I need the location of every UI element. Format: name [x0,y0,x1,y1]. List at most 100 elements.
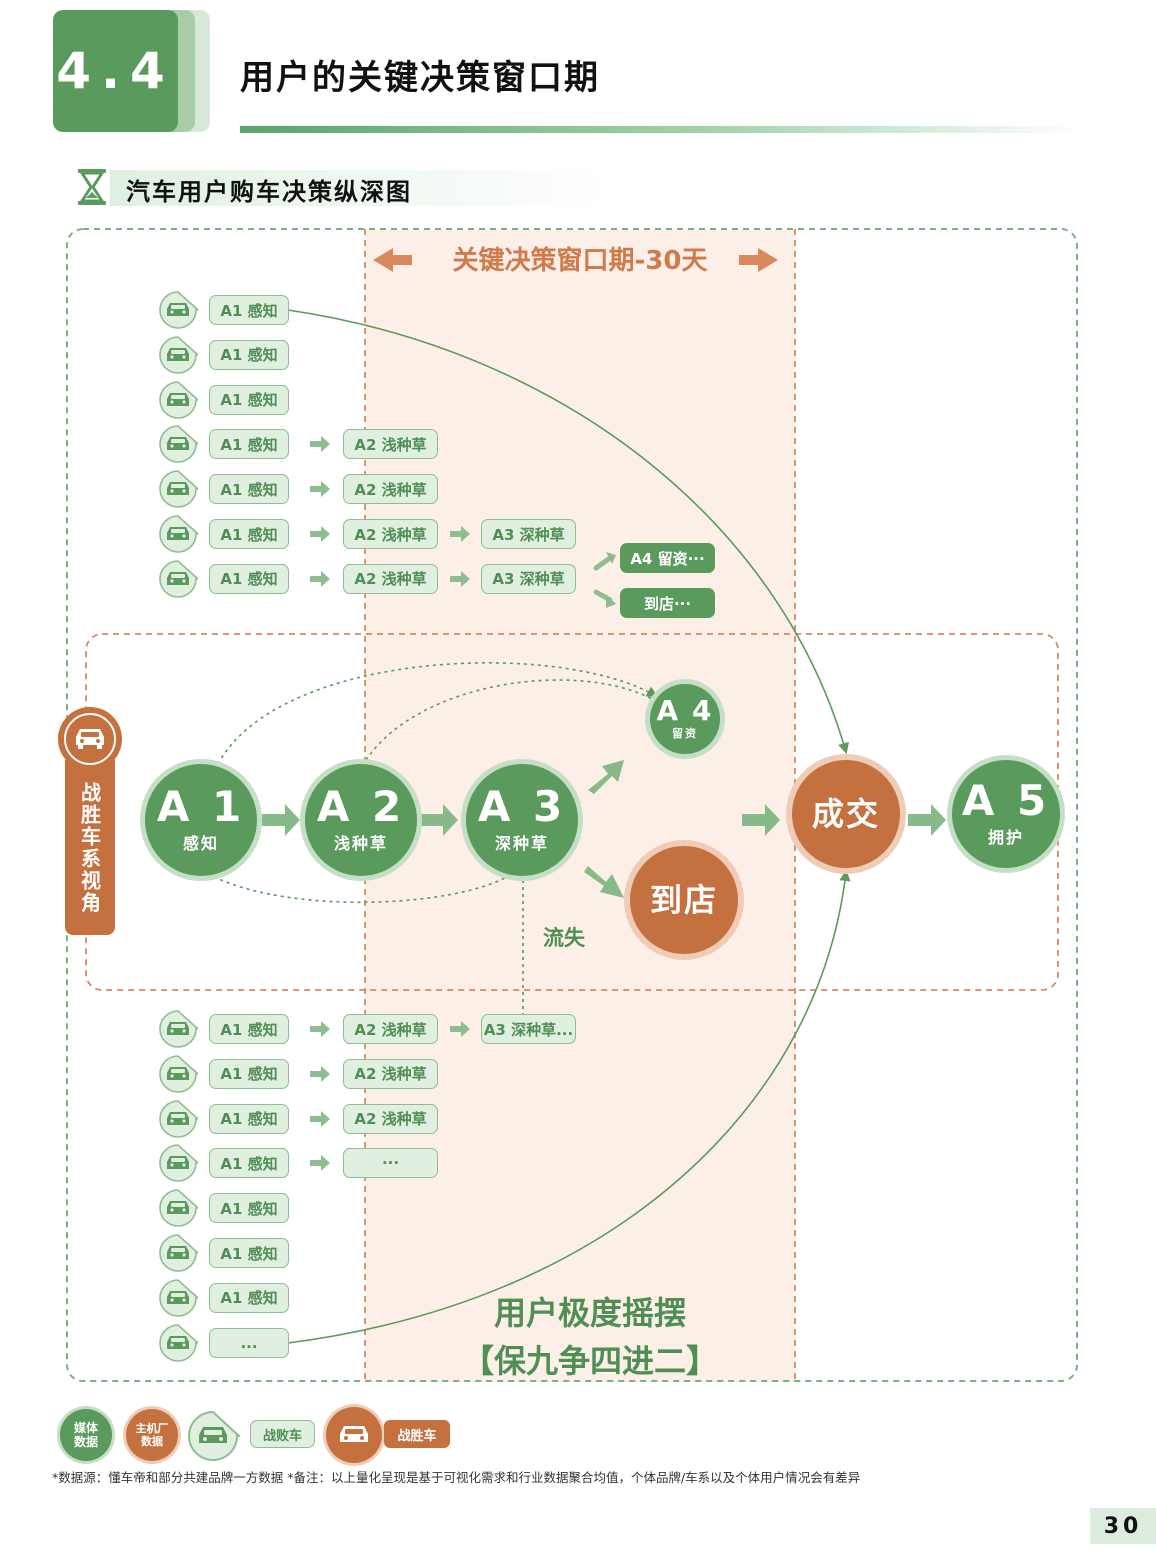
winning-car-badge [58,707,122,771]
stage-a3-pill: A3 深种草 [481,563,576,594]
lost-car-icon [158,380,201,420]
curve-top-to-deal [287,309,849,755]
a4-lead-pill: A4 留资··· [620,543,715,573]
stage-a2-code: A 2 [316,782,406,831]
arrow-to-a4-pill-head [606,552,616,564]
stage-a4-name: 留资 [672,727,698,740]
flow-arrow-a3-visit [584,866,624,898]
stage-a1-pill: A1 感知 [209,1148,289,1179]
lost-car-icon [158,1143,201,1183]
flow-arrow-to-deal [742,804,780,836]
lost-car-icon [158,335,201,375]
window-arrow-right [739,248,778,272]
step-arrow-icon [449,524,471,544]
lost-car-icon [158,1188,201,1228]
ellipsis-pill: ... [209,1327,289,1358]
legend-win-car-badge [326,1407,382,1463]
lost-car-icon [158,1323,201,1363]
stage-a2-pill: A2 浅种草 [343,519,438,549]
arrow-to-a4-pill [593,555,613,571]
legend-lose-car-label: 战败车 [250,1420,315,1448]
car-icon [188,1410,242,1461]
stage-a3-bubble: A 3 深种草 [466,764,578,876]
deal-bubble: 成交 [792,760,900,868]
lost-car-icon [158,424,201,464]
stage-a2-pill: A2 浅种草 [343,563,438,594]
legend-lose-car-badge [186,1409,242,1463]
stage-a1-bubble: A 1 感知 [145,764,257,876]
lost-car-icon [158,559,201,599]
flow-arrow-a3-a4 [588,760,624,794]
legend-win-car-label: 战胜车 [384,1420,450,1448]
flow-arrow-a1-a2 [262,804,300,836]
lost-car-icon [158,1099,201,1139]
deal-label: 成交 [811,795,880,833]
swing-caption-line2: 【保九争四进二】 [461,1342,718,1380]
stage-a1-pill: A1 感知 [209,1193,289,1224]
swing-caption-line1: 用户极度摇摆 [493,1294,686,1332]
legend-media-data: 媒体 数据 [60,1409,112,1461]
stage-a3-pill: A3 深种草 [481,519,576,549]
store-visit-label: 到店 [649,881,718,919]
stage-a1-pill: A1 感知 [209,339,289,370]
stage-a1-name: 感知 [182,834,219,853]
car-icon [64,713,116,765]
winning-car-perspective-tag: 战胜车系视角 [65,760,115,935]
decision-window-band [365,230,795,1382]
dotted-a1-to-a3 [189,861,524,904]
stage-a1-pill: A1 感知 [209,1014,289,1044]
stage-a1-pill: A1 感知 [209,1103,289,1134]
lost-car-icon [158,1054,201,1094]
lost-car-icon [158,290,201,330]
arrow-to-visit-pill-head [606,594,616,608]
stage-a2-name: 浅种草 [333,834,388,853]
hourglass-icon [78,169,106,205]
stage-a3-pill: A3 深种草... [481,1014,576,1044]
stage-a2-pill: A2 浅种草 [343,1014,438,1044]
window-arrow-left [373,248,412,272]
step-arrow-icon [309,1109,331,1129]
ellipsis-pill: ··· [343,1148,438,1179]
lost-car-icon [158,1278,201,1318]
stage-a2-bubble: A 2 浅种草 [305,764,417,876]
stage-a3-name: 深种草 [494,834,549,853]
stage-a1-pill: A1 感知 [209,1238,289,1268]
stage-a2-pill: A2 浅种草 [343,1058,438,1089]
step-arrow-icon [309,1019,331,1039]
stage-a5-code: A 5 [961,776,1051,825]
stage-a1-pill: A1 感知 [209,1058,289,1089]
decision-window-label: 关键决策窗口期-30天 [452,246,708,276]
lost-car-icon [158,514,201,554]
stage-a1-pill: A1 感知 [209,519,289,549]
stage-a4-bubble: A 4 留资 [650,684,720,754]
stage-a5-name: 拥护 [987,828,1024,847]
dotted-a2-to-a4 [365,679,655,761]
page-title: 用户的关键决策窗口期 [240,58,600,98]
diagram-title: 汽车用户购车决策纵深图 [126,178,412,206]
car-icon [340,1426,368,1442]
store-visit-bubble: 到店 [630,846,738,954]
step-arrow-icon [449,569,471,589]
stage-a1-pill: A1 感知 [209,429,289,460]
legend-oem-data: 主机厂 数据 [126,1409,178,1461]
stage-a1-pill: A1 感知 [209,1282,289,1313]
step-arrow-icon [309,1064,331,1084]
stage-a1-pill: A1 感知 [209,384,289,415]
lost-car-icon [158,1233,201,1273]
stage-a2-pill: A2 浅种草 [343,474,438,505]
subtitle-band [110,170,610,206]
flow-arrow-deal-a5 [908,804,946,836]
flow-arrow-a2-a3 [420,804,458,836]
curve-bottom-to-deal [287,869,851,1344]
stage-a4-code: A 4 [656,694,714,727]
step-arrow-icon [309,524,331,544]
title-underline [240,126,1080,133]
step-arrow-icon [309,569,331,589]
stage-a2-pill: A2 浅种草 [343,1103,438,1134]
loss-label: 流失 [543,926,585,950]
stage-a1-pill: A1 感知 [209,474,289,505]
step-arrow-icon [309,479,331,499]
lost-car-icon [158,469,201,509]
section-number: 4.4 [53,10,178,132]
page-number: 30 [1090,1508,1156,1544]
